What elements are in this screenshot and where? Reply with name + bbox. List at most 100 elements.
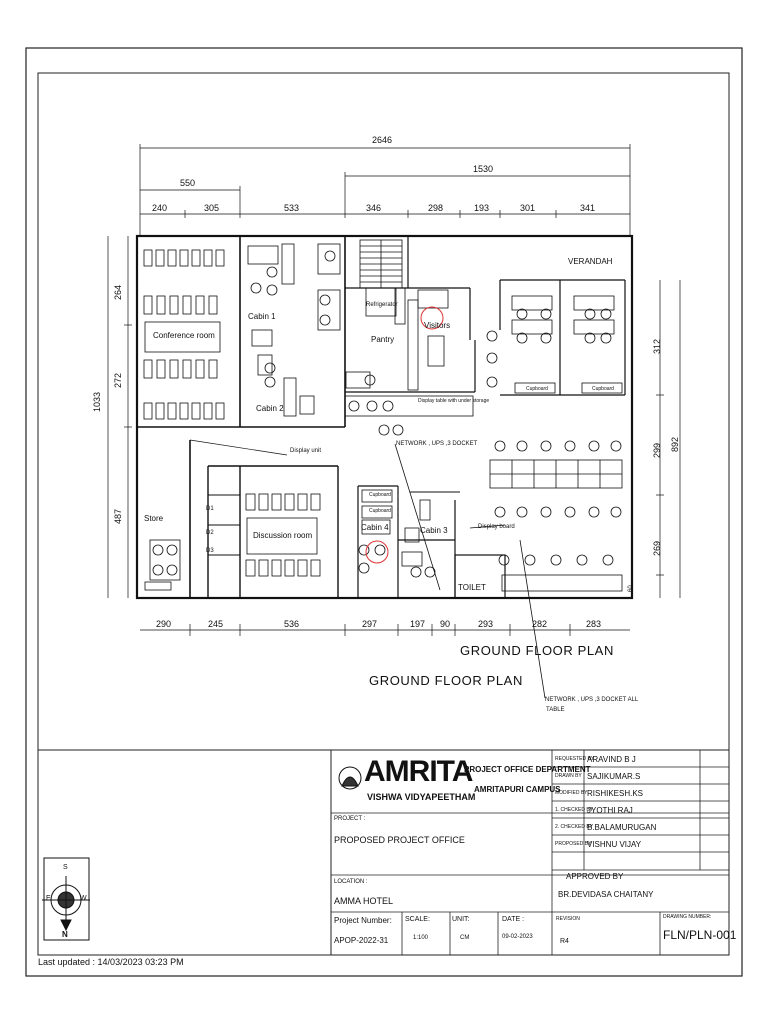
role-label-drawn: DRAWN BY	[555, 773, 582, 779]
project-number-label: Project Number:	[334, 916, 392, 925]
plan-title-secondary: GROUND FLOOR PLAN	[460, 643, 614, 658]
dim-bottom-seg-2: 245	[208, 619, 224, 629]
dim-right-seg-2: 299	[652, 442, 662, 458]
room-discussion: Discussion room	[253, 531, 313, 540]
department: PROJECT OFFICE DEPARTMENT	[464, 765, 591, 774]
discussion-furniture	[245, 493, 321, 577]
role-label-requested: REQUESTED BY	[555, 756, 595, 762]
cabin-furniture	[247, 243, 341, 417]
dim-left-group: 550	[180, 178, 196, 188]
pantry-furniture	[344, 287, 474, 436]
room-cabin-4: Cabin 4	[361, 523, 389, 532]
approved-label: APPROVED BY	[566, 872, 624, 881]
title-block-grid	[331, 750, 729, 955]
dimension-lines	[107, 144, 681, 636]
role-label-checked-2: 2. CHECKED BY	[555, 824, 594, 830]
note-d3: D3	[206, 548, 214, 554]
project-label: PROJECT :	[334, 816, 366, 822]
inner-frame	[37, 72, 730, 751]
room-cabin-3: Cabin 3	[420, 526, 448, 535]
compass-e: E	[46, 895, 51, 902]
note-d2: D2	[206, 530, 214, 536]
conference-furniture	[143, 249, 225, 420]
dim-bottom-seg-8: 282	[532, 619, 548, 629]
note-display-table: Display table with under storage	[418, 398, 490, 404]
staircase	[359, 239, 403, 289]
dim-top-seg-4: 346	[366, 203, 382, 213]
dim-bottom-seg-7: 293	[478, 619, 494, 629]
role-value-drawn: SAJIKUMAR.S	[587, 772, 641, 781]
role-value-checked-1: JYOTHI RAJ	[587, 806, 633, 815]
location-label: LOCATION :	[334, 879, 368, 885]
note-cupboard-1: Cupboard	[526, 386, 548, 392]
room-store: Store	[144, 514, 164, 523]
note-d1: D1	[206, 506, 214, 512]
workstations	[489, 440, 623, 592]
project-value: PROPOSED PROJECT OFFICE	[334, 835, 465, 845]
outer-walls	[135, 234, 634, 600]
title-block-frame	[37, 749, 730, 956]
role-label-proposed: PROPOSED BY	[555, 841, 592, 847]
dim-right-group: 1530	[473, 164, 494, 174]
dim-left-seg-1: 264	[113, 284, 123, 300]
drawing-number-label: DRAWING NUMBER:	[663, 914, 712, 920]
dim-left-overall: 1033	[92, 391, 102, 412]
dim-right-seg-1: 312	[652, 338, 662, 354]
scale-label: SCALE:	[405, 916, 430, 923]
role-label-modified: MODIFIED BY	[555, 790, 588, 796]
compass-w: W	[80, 895, 87, 902]
compass-n: N	[62, 930, 68, 939]
logo-subtitle: VISHWA VIDYAPEETHAM	[367, 792, 476, 802]
room-toilet: TOILET	[458, 583, 486, 592]
room-visitors: Visitors	[424, 321, 451, 330]
role-value-requested: ARAVIND B J	[587, 755, 636, 764]
floor-plan	[135, 234, 634, 699]
dim-top-seg-6: 193	[474, 203, 490, 213]
store-furniture	[144, 539, 181, 591]
role-label-checked-1: 1. CHECKED BY	[555, 807, 594, 813]
approved-value: BR.DEVIDASA CHAITANY	[558, 890, 654, 899]
unit-value: CM	[460, 935, 470, 941]
dim-right-overall: 892	[670, 436, 680, 452]
dim-left-seg-2: 272	[113, 372, 123, 388]
role-value-modified: RISHIKESH.KS	[587, 789, 644, 798]
dim-right-seg-3: 269	[652, 540, 662, 556]
note-display-unit: Display unit	[290, 448, 322, 454]
plan-title-main: GROUND FLOOR PLAN	[369, 673, 523, 688]
dim-bottom-seg-1: 290	[156, 619, 172, 629]
label-refrigerator: Refrigerator	[366, 302, 398, 308]
room-verandah: VERANDAH	[568, 257, 613, 266]
compass-symbol	[42, 857, 90, 941]
compass-s: S	[63, 864, 68, 871]
dim-bottom-seg-9: 283	[586, 619, 602, 629]
dim-bottom-seg-4: 297	[362, 619, 378, 629]
outer-border	[25, 47, 743, 977]
note-display-board: Display board	[478, 524, 515, 530]
room-conference: Conference room	[153, 331, 215, 340]
logo-name: AMRITA	[364, 755, 473, 788]
room-cabin-1: Cabin 1	[248, 312, 276, 321]
drawing-number-value: FLN/PLN-001	[663, 928, 737, 942]
role-value-checked-2: B.BALAMURUGAN	[587, 823, 657, 832]
note-network-2b: TABLE	[546, 707, 565, 713]
dim-overall-width: 2646	[372, 135, 393, 145]
unit-label: UNIT:	[452, 916, 470, 923]
dim-top-seg-8: 341	[580, 203, 596, 213]
dim-top-seg-5: 298	[428, 203, 444, 213]
date-label: DATE :	[502, 916, 525, 923]
note-cupboard-4: Cupboard	[369, 508, 391, 514]
dim-top-seg-1: 240	[152, 203, 168, 213]
campus: AMRITAPURI CAMPUS	[474, 785, 561, 794]
dim-bottom-seg-5: 197	[410, 619, 426, 629]
location-value: AMMA HOTEL	[334, 896, 394, 906]
room-cabin-2: Cabin 2	[256, 404, 284, 413]
dim-top-seg-2: 305	[204, 203, 220, 213]
revision-value: R4	[560, 938, 569, 945]
dim-right-seg-4: 60	[628, 585, 634, 592]
project-number-value: APOP-2022-31	[334, 936, 389, 945]
note-cupboard-2: Cupboard	[592, 386, 614, 392]
last-updated: Last updated : 14/03/2023 03:23 PM	[38, 957, 184, 967]
note-network-2: NETWORK , UPS ,3 DOCKET ALL	[545, 697, 639, 703]
dim-bottom-seg-3: 536	[284, 619, 300, 629]
